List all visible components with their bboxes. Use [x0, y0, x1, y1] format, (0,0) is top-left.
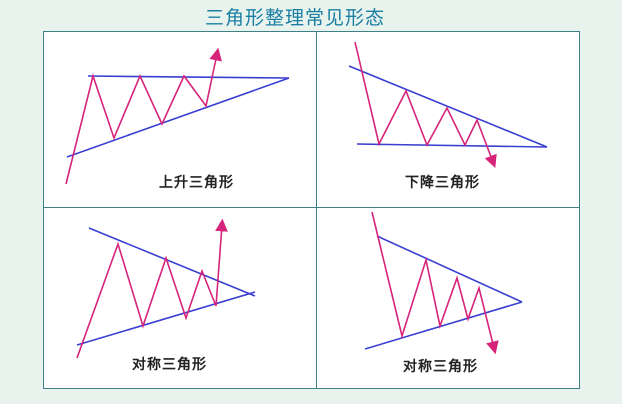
lower-trendline — [76, 291, 256, 346]
price-path — [65, 47, 222, 185]
page-title: 三角形整理常见形态 — [204, 7, 385, 29]
divider-horizontal — [44, 207, 579, 208]
support-line — [66, 77, 290, 158]
panel-symmetrical-triangle-right: 对称三角形 — [317, 208, 579, 388]
support-line — [356, 143, 548, 148]
price-path — [76, 218, 228, 359]
panel-symmetrical-triangle-left: 对称三角形 — [44, 208, 316, 388]
panel-label: 对称三角形 — [132, 357, 207, 373]
divider-vertical — [316, 32, 317, 388]
upper-trendline — [376, 235, 523, 303]
descending-triangle-diagram — [348, 41, 548, 168]
upper-trendline — [88, 227, 256, 297]
panel-label: 上升三角形 — [159, 175, 234, 191]
resistance-line — [87, 75, 290, 79]
price-path — [354, 41, 497, 168]
symmetrical-triangle-diagram — [76, 218, 256, 359]
diagram-frame: 上升三角形 下降三角形 对称三角形 — [43, 31, 580, 389]
price-path — [371, 211, 499, 355]
panel-label: 对称三角形 — [403, 359, 478, 375]
panel-descending-triangle: 下降三角形 — [317, 32, 579, 207]
panel-ascending-triangle: 上升三角形 — [44, 32, 316, 207]
resistance-line — [348, 65, 548, 148]
lower-trendline — [364, 301, 523, 350]
ascending-triangle-diagram — [65, 47, 290, 185]
symmetrical-triangle-breakdown-diagram — [364, 211, 523, 355]
panel-label: 下降三角形 — [405, 175, 480, 191]
